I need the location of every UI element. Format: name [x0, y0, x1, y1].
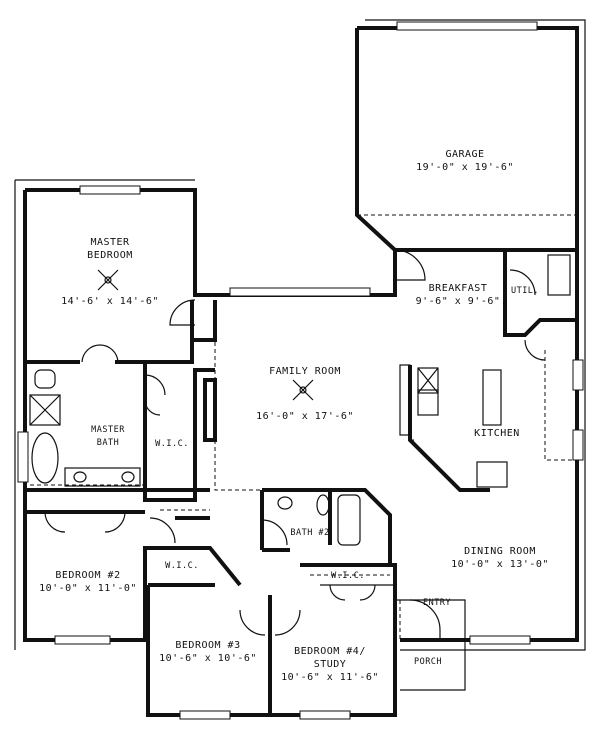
bedroom4-size: 10'-6" x 11'-6" — [281, 672, 379, 683]
garage-label: GARAGE 19'-0" x 19'-6" — [416, 148, 514, 174]
bedroom3-label: BEDROOM #3 10'-6" x 10'-6" — [159, 639, 257, 665]
master-bath-label: MASTER BATH — [91, 425, 125, 448]
doors — [44, 249, 546, 640]
bedroom2-size: 10'-0" x 11'-0" — [39, 583, 137, 594]
master-bedroom-size: 14'-6' x 14'-6" — [61, 296, 159, 307]
kitchen-label: KITCHEN — [474, 428, 520, 439]
breakfast-name: BREAKFAST — [428, 283, 488, 294]
breakfast-size: 9'-6" x 9'-6" — [415, 296, 501, 307]
bedroom3-name: BEDROOM #3 — [175, 640, 241, 651]
fixtures — [29, 254, 571, 546]
wic-bedroom4-label: W.I.C. — [331, 571, 365, 581]
dining-room-size: 10'-0" x 13'-0" — [451, 559, 549, 570]
dining-room-label: DINING ROOM 10'-0" x 13'-0" — [451, 545, 549, 571]
entry-label: ENTRY — [422, 598, 452, 608]
bedroom2-name: BEDROOM #2 — [55, 570, 121, 581]
master-bedroom-label: MASTER BEDROOM — [87, 236, 133, 262]
family-room-size: 16'-0" x 17'-6" — [256, 411, 354, 422]
garage-name: GARAGE — [445, 149, 485, 160]
wic-master-label: W.I.C. — [155, 439, 189, 449]
interior-walls — [25, 250, 575, 640]
bedroom2-label: BEDROOM #2 10'-0" x 11'-0" — [39, 569, 137, 595]
windows — [17, 21, 584, 720]
dashed-lines — [30, 214, 577, 640]
util-label: UTIL. — [510, 286, 540, 296]
dining-room-name: DINING ROOM — [464, 546, 536, 557]
bedroom4-label: BEDROOM #4/ STUDY 10'-6" x 11'-6" — [281, 645, 379, 684]
garage-size: 19'-0" x 19'-6" — [416, 162, 514, 173]
family-room-name: FAMILY ROOM — [269, 366, 341, 377]
porch-label: PORCH — [413, 657, 443, 667]
wic-bedroom3-label: W.I.C. — [165, 561, 199, 571]
bedroom4-name: BEDROOM #4/ STUDY — [294, 646, 366, 670]
bath2-label: BATH #2 — [290, 528, 330, 538]
breakfast-label: BREAKFAST 9'-6" x 9'-6" — [416, 282, 501, 308]
master-bedroom-name: MASTER BEDROOM — [87, 237, 133, 261]
bedroom3-size: 10'-6" x 10'-6" — [159, 653, 257, 664]
